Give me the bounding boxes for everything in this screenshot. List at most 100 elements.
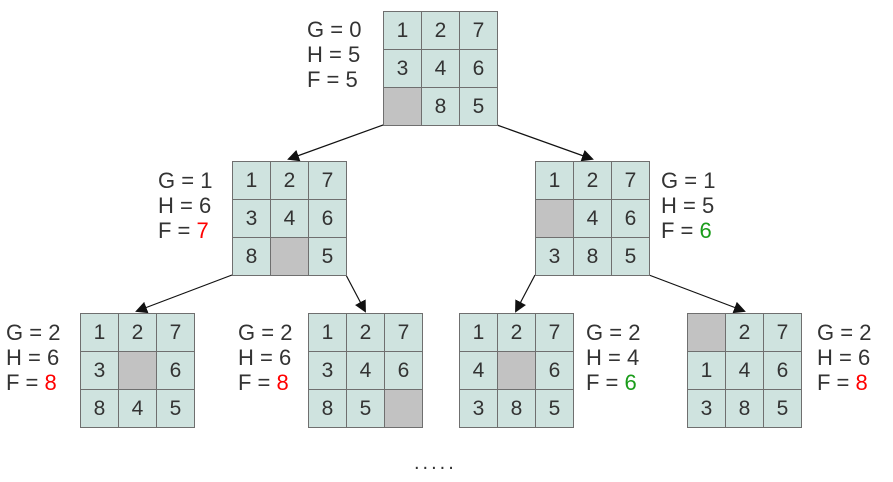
tile: 5 — [459, 87, 498, 126]
tile: 7 — [535, 313, 574, 352]
tile: 8 — [497, 389, 536, 428]
tile: 2 — [346, 313, 385, 352]
tile: 6 — [535, 351, 574, 390]
g-score-prefix: G = — [307, 17, 350, 42]
h-score-prefix: H = — [158, 193, 199, 218]
h-score-prefix: H = — [6, 345, 47, 370]
f-score-value: 7 — [196, 218, 209, 243]
tile: 7 — [459, 11, 498, 50]
h-score-value: 6 — [46, 345, 60, 370]
blank-tile — [118, 351, 157, 390]
tile: 1 — [459, 313, 498, 352]
tile: 5 — [156, 389, 195, 428]
h-score-prefix: H = — [817, 345, 858, 370]
tile: 1 — [232, 161, 271, 200]
blank-tile — [535, 199, 574, 238]
g-score-value: 1 — [200, 168, 213, 193]
tile: 2 — [270, 161, 309, 200]
tile: 5 — [535, 389, 574, 428]
f-score-prefix: F = — [817, 370, 856, 395]
tile: 8 — [80, 389, 119, 428]
g-score: G = 1 — [661, 168, 731, 193]
f-score: F = 6 — [661, 218, 731, 243]
f-score: F = 7 — [158, 218, 228, 243]
f-score-prefix: F = — [158, 218, 197, 243]
h-score-prefix: H = — [661, 193, 702, 218]
h-score-value: 6 — [278, 345, 292, 370]
h-score-value: 6 — [857, 345, 871, 370]
f-score-value: 6 — [624, 370, 637, 395]
h-score: H = 5 — [307, 42, 377, 67]
h-score-value: 5 — [347, 42, 361, 67]
g-score-value: 2 — [280, 320, 293, 345]
blank-tile — [497, 351, 536, 390]
h-score-prefix: H = — [586, 345, 627, 370]
edge-root-to-l1-right — [496, 124, 594, 162]
g-score: G = 2 — [586, 320, 656, 345]
g-score-value: 2 — [859, 320, 872, 345]
tile: 7 — [384, 313, 423, 352]
f-score-prefix: F = — [238, 370, 277, 395]
tile: 8 — [421, 87, 460, 126]
tile: 1 — [308, 313, 347, 352]
tile: 3 — [232, 199, 271, 238]
f-score-value: 8 — [276, 370, 289, 395]
tile: 1 — [383, 11, 422, 50]
tile: 6 — [308, 199, 347, 238]
h-score-value: 4 — [626, 345, 640, 370]
edge-l1-left-to-l2-b — [345, 274, 366, 313]
h-score: H = 6 — [6, 345, 76, 370]
f-score-value: 8 — [855, 370, 868, 395]
tile: 7 — [763, 313, 802, 352]
h-score-value: 5 — [701, 193, 715, 218]
f-score-value: 8 — [44, 370, 57, 395]
g-score-prefix: G = — [661, 168, 704, 193]
tile: 5 — [346, 389, 385, 428]
tile: 6 — [611, 199, 650, 238]
tile: 7 — [308, 161, 347, 200]
g-score-value: 2 — [628, 320, 641, 345]
tile: 8 — [232, 237, 271, 276]
h-score-value: 6 — [198, 193, 212, 218]
tile: 4 — [421, 49, 460, 88]
tile: 1 — [535, 161, 574, 200]
tile: 3 — [308, 351, 347, 390]
f-score-prefix: F = — [6, 370, 45, 395]
tile: 4 — [459, 351, 498, 390]
f-score: F = 8 — [6, 370, 76, 395]
tile: 3 — [535, 237, 574, 276]
f-score-value: 5 — [345, 67, 358, 92]
g-score-prefix: G = — [158, 168, 201, 193]
h-score: H = 4 — [586, 345, 656, 370]
tile: 4 — [118, 389, 157, 428]
tile: 3 — [80, 351, 119, 390]
tile: 6 — [763, 351, 802, 390]
tile: 5 — [611, 237, 650, 276]
edge-l1-right-to-l2-d — [648, 274, 746, 314]
tile: 6 — [384, 351, 423, 390]
tile: 6 — [459, 49, 498, 88]
g-score: G = 2 — [238, 320, 308, 345]
f-score-prefix: F = — [661, 218, 700, 243]
tile: 4 — [725, 351, 764, 390]
tile: 3 — [383, 49, 422, 88]
tile: 8 — [725, 389, 764, 428]
g-score: G = 0 — [307, 17, 377, 42]
h-score: H = 6 — [817, 345, 887, 370]
tile: 2 — [725, 313, 764, 352]
tile: 2 — [118, 313, 157, 352]
h-score-prefix: H = — [238, 345, 279, 370]
tile: 2 — [421, 11, 460, 50]
tile: 5 — [308, 237, 347, 276]
g-score: G = 2 — [6, 320, 76, 345]
h-score-prefix: H = — [307, 42, 348, 67]
edge-l1-right-to-l2-c — [515, 274, 536, 313]
